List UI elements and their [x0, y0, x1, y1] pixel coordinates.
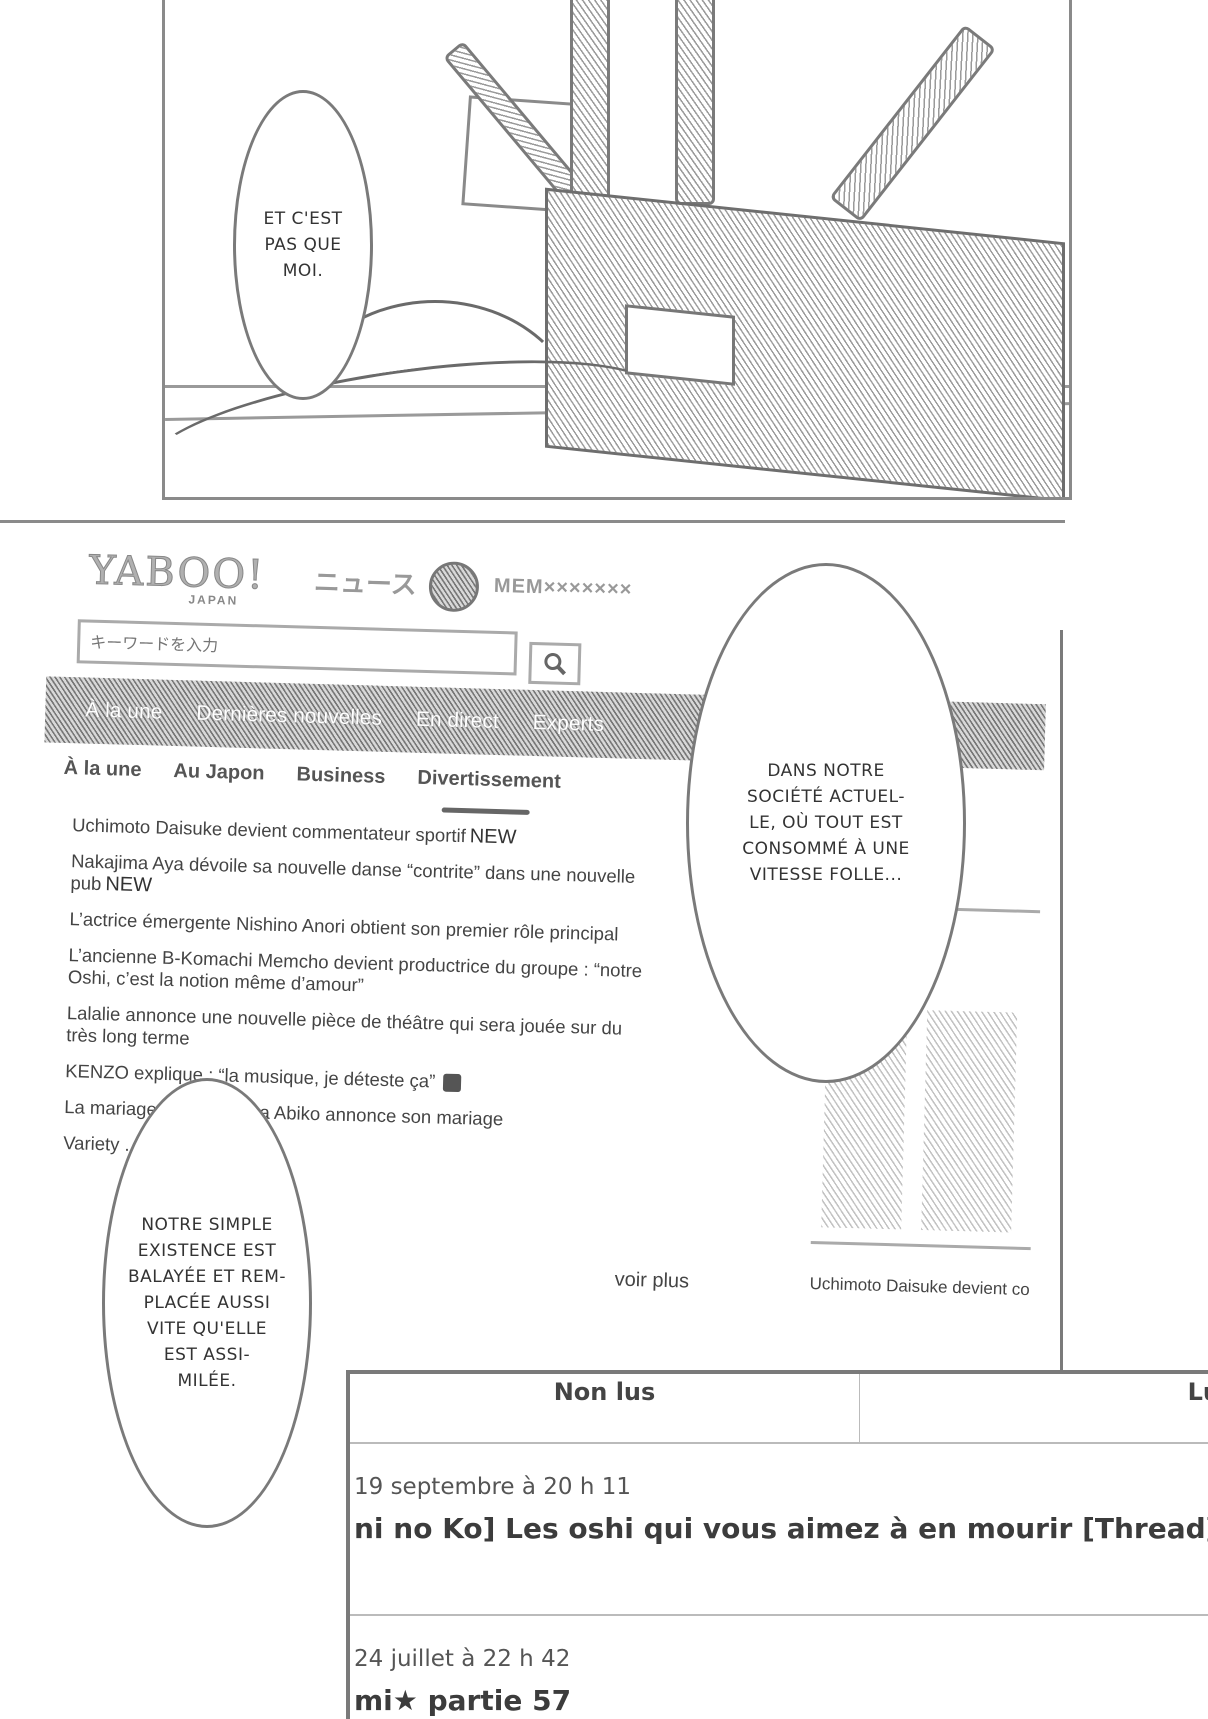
- speech-bubble: Dans notre société actuel- le, où tout e…: [686, 563, 966, 1083]
- thread-date: 19 septembre à 20 h 11: [354, 1474, 632, 1500]
- tab-japan[interactable]: Au Japon: [173, 759, 265, 785]
- nav-item-latest[interactable]: Dernières nouvelles: [196, 701, 383, 730]
- speech-text: Dans notre société actuel- le, où tout e…: [742, 761, 910, 885]
- search-row: [66, 613, 1057, 701]
- nav-item-live[interactable]: En direct: [415, 707, 500, 734]
- cable: [285, 300, 585, 497]
- headline-text: L’actrice émergente Nishino Anori obtien…: [69, 908, 619, 945]
- video-badge-icon: [442, 1073, 462, 1093]
- search-input[interactable]: [76, 619, 518, 676]
- site-section-name: ニュース: [313, 566, 418, 600]
- avatar-icon[interactable]: [428, 561, 480, 613]
- headline-list: Uchimoto Daisuke devient commentateur sp…: [53, 814, 652, 1170]
- news-site: YABOO! JAPAN ニュース MEM××××××× À la une De…: [44, 543, 1060, 1299]
- news-panel: YABOO! JAPAN ニュース MEM××××××× À la une De…: [0, 520, 1065, 1528]
- see-more-link[interactable]: voir plus: [614, 1268, 690, 1293]
- tab-unread[interactable]: Non lus: [350, 1374, 860, 1442]
- tab-read[interactable]: Lu: [1187, 1378, 1208, 1406]
- new-badge: NEW: [469, 825, 517, 849]
- figure-illustration: [921, 1010, 1018, 1233]
- speech-bubble: Notre simple existence est balayée et re…: [102, 1078, 312, 1528]
- tab-top[interactable]: À la une: [63, 756, 142, 782]
- headline-text: KENZO explique : “la musique, je déteste…: [64, 1060, 436, 1092]
- speech-bubble: Et c'est pas que moi.: [233, 90, 373, 400]
- headline-text: Lalalie annonce une nouvelle pièce de th…: [65, 1002, 623, 1049]
- nav-item-top[interactable]: À la une: [85, 698, 163, 724]
- headline-item[interactable]: Lalalie annonce une nouvelle pièce de th…: [66, 1002, 647, 1062]
- headline-text: Uchimoto Daisuke devient commentateur sp…: [71, 814, 467, 847]
- wifi-router: [545, 187, 1065, 497]
- username[interactable]: MEM×××××××: [493, 574, 633, 601]
- tab-entertainment[interactable]: Divertissement: [417, 766, 562, 793]
- headline-text: La mariage de Samejima Abiko annonce son…: [63, 1096, 504, 1130]
- panel-border: [1060, 630, 1063, 1370]
- search-button[interactable]: [528, 641, 582, 686]
- headline-item[interactable]: Nakajima Aya dévoile sa nouvelle danse “…: [70, 850, 651, 910]
- headline-text: Nakajima Aya dévoile sa nouvelle danse “…: [70, 850, 636, 895]
- thread-row[interactable]: 24 juillet à 22 h 42 mi★ partie 57: [350, 1616, 1208, 1719]
- site-logo[interactable]: YABOO!: [88, 547, 266, 599]
- site-logo-sub: JAPAN: [188, 592, 239, 608]
- forum-panel: Non lus Lu 19 septembre à 20 h 11 ni no …: [346, 1370, 1208, 1719]
- search-icon: [544, 653, 566, 676]
- speech-text: Notre simple existence est balayée et re…: [127, 1215, 287, 1391]
- thread-date: 24 juillet à 22 h 42: [354, 1646, 571, 1672]
- nav-item-experts[interactable]: Experts: [532, 710, 605, 736]
- thread-title[interactable]: ni no Ko] Les oshi qui vous aimez à en m…: [354, 1512, 1208, 1545]
- new-badge: NEW: [105, 873, 153, 897]
- speech-text: Et c'est pas que moi.: [263, 209, 343, 281]
- headline-item[interactable]: Uchimoto Daisuke devient commentateur sp…: [72, 814, 652, 852]
- forum-tabs: Non lus Lu: [350, 1374, 1208, 1444]
- tab-business[interactable]: Business: [296, 763, 386, 788]
- thread-row[interactable]: 19 septembre à 20 h 11 ni no Ko] Les osh…: [350, 1444, 1208, 1616]
- antenna: [829, 24, 997, 223]
- router-panel: Et c'est pas que moi.: [162, 0, 1072, 500]
- headline-item[interactable]: L’actrice émergente Nishino Anori obtien…: [69, 908, 649, 946]
- antenna: [570, 0, 610, 200]
- feature-caption[interactable]: Uchimoto Daisuke devient co: [809, 1273, 1030, 1300]
- thread-title[interactable]: mi★ partie 57: [354, 1684, 572, 1717]
- headline-text: L’ancienne B-Komachi Memcho devient prod…: [67, 944, 643, 996]
- antenna: [675, 0, 715, 205]
- headline-item[interactable]: KENZO explique : “la musique, je déteste…: [65, 1060, 645, 1098]
- headline-item[interactable]: L’ancienne B-Komachi Memcho devient prod…: [68, 944, 649, 1004]
